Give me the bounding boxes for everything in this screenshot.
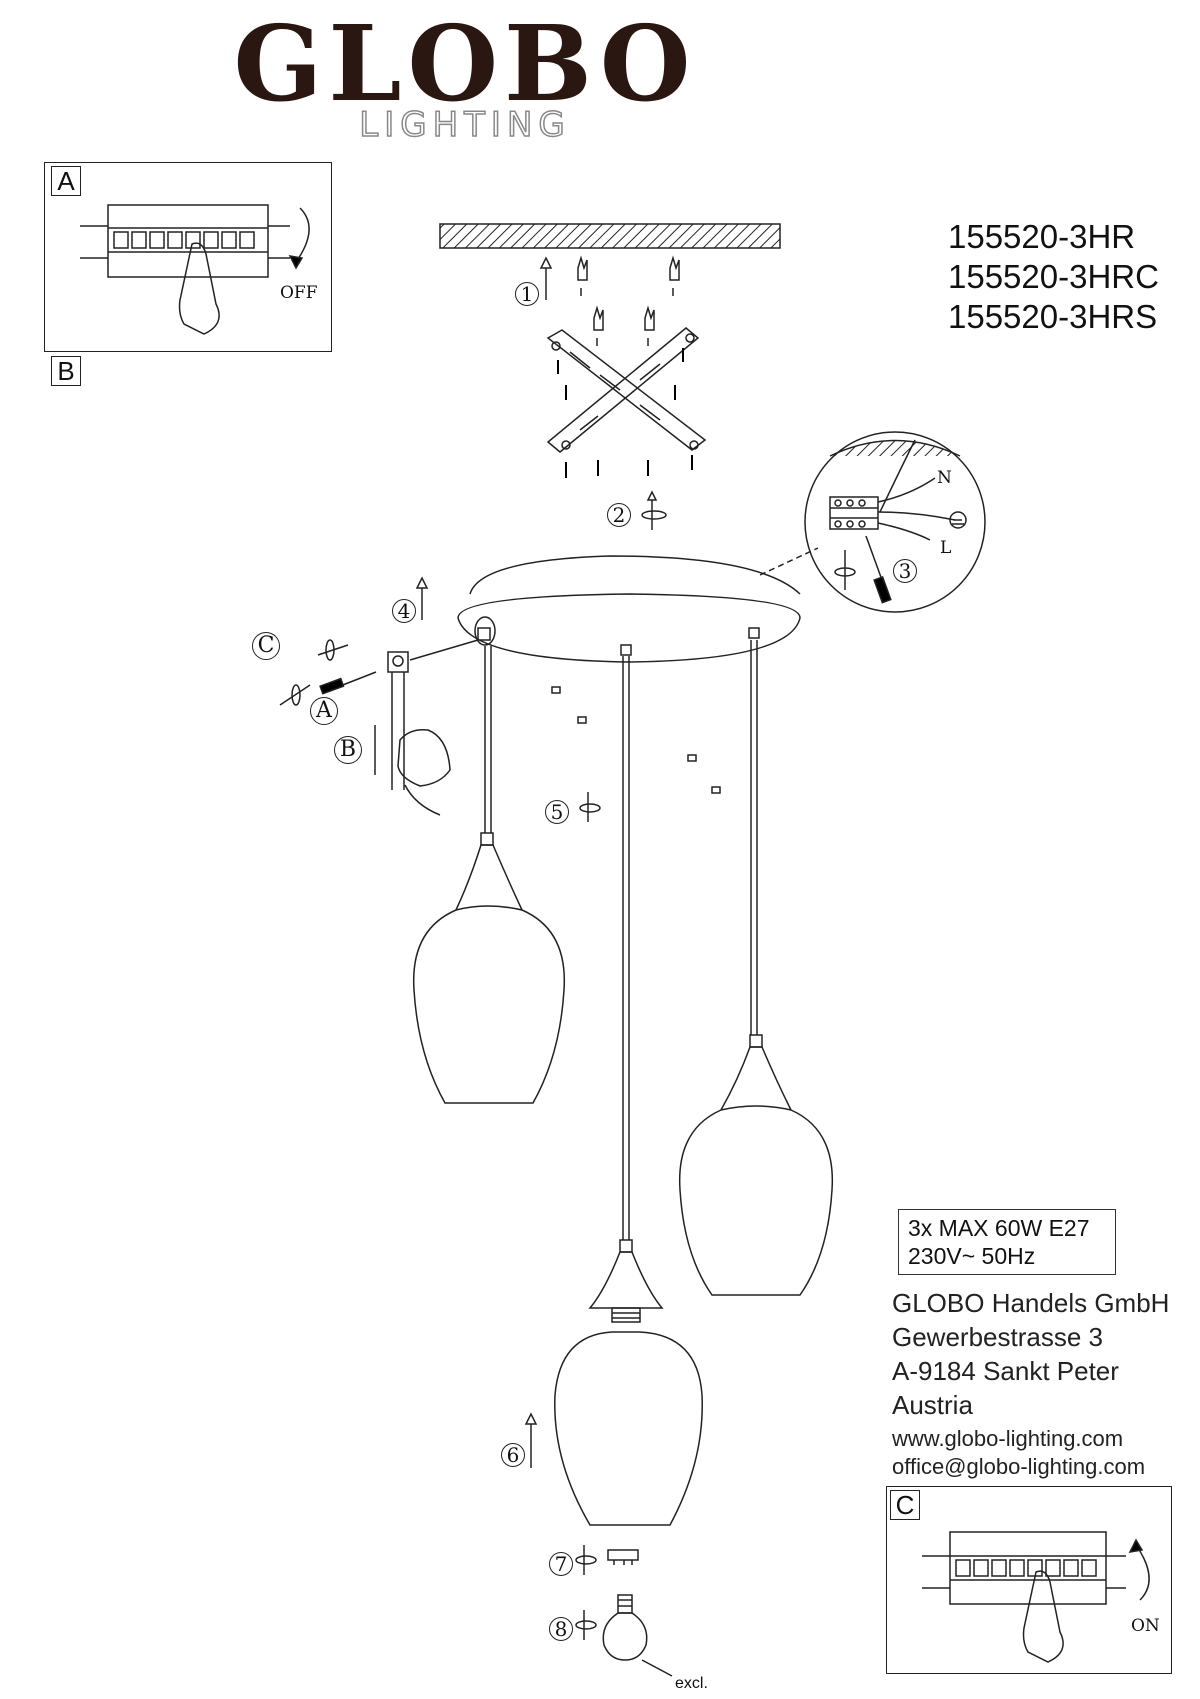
ceiling-hatch (439, 223, 781, 249)
light-bulb-icon (602, 1594, 648, 1661)
cable-gripper (748, 627, 760, 639)
glass-shade (554, 1239, 703, 1526)
arrow-down-icon (295, 207, 310, 263)
step-5: 5 (545, 800, 569, 824)
company-city: A-9184 Sankt Peter (892, 1356, 1119, 1386)
sub-step-c: C (252, 632, 280, 660)
company-email[interactable]: office@globo-lighting.com (892, 1454, 1146, 1479)
rotate-arrow-icon (579, 792, 601, 822)
model-number-2: 155520-3HRC (948, 258, 1159, 295)
gripper-detail (387, 651, 409, 673)
step-3: 3 (893, 559, 917, 583)
model-number-3: 155520-3HRS (948, 298, 1158, 335)
arrow-up-icon (415, 576, 429, 620)
sub-step-b: B (334, 736, 362, 764)
ceiling-canopy (457, 555, 801, 663)
cable-tag (711, 786, 721, 794)
arrow-up-icon (1135, 1544, 1150, 1601)
wall-plug-icon (593, 305, 604, 346)
spec-voltage: 230V~ 50Hz (908, 1243, 1036, 1269)
ground-icon (949, 511, 967, 529)
panel-power-off (44, 162, 332, 352)
hand-icon (1022, 1570, 1064, 1663)
screwdriver-icon (319, 671, 377, 695)
panel-label-c: C (890, 1490, 920, 1520)
leader-line (759, 547, 819, 576)
screwdriver-icon (865, 535, 892, 604)
spec-box: 3x MAX 60W E27 230V~ 50Hz (898, 1209, 1116, 1275)
spec-power: 3x MAX 60W E27 (908, 1215, 1090, 1241)
sub-step-a: A (310, 697, 338, 725)
wiring-detail (804, 431, 986, 613)
on-label: ON (1131, 1616, 1160, 1636)
step-7: 7 (549, 1552, 573, 1576)
step-6: 6 (501, 1443, 525, 1467)
company-name: GLOBO Handels GmbH (892, 1288, 1170, 1318)
company-website[interactable]: www.globo-lighting.com (892, 1426, 1124, 1451)
brand-logo: GLOBO (233, 2, 697, 125)
rotate-arrow-icon (575, 1610, 597, 1640)
rotate-arrow-icon (641, 490, 667, 530)
panel-label-b: B (51, 356, 81, 386)
rotate-arrow-icon (279, 684, 311, 706)
circuit-breaker-icon (80, 204, 290, 278)
circuit-breaker-icon (922, 1531, 1126, 1605)
cable-tag (577, 716, 587, 724)
brand-subtitle: LIGHTING (359, 105, 571, 145)
hand-icon (397, 728, 451, 787)
cable-tag (687, 754, 697, 762)
model-number-1: 155520-3HR (948, 218, 1136, 255)
leader-line (641, 1659, 673, 1677)
mounting-bracket (546, 327, 707, 453)
cable-tag (551, 686, 561, 694)
arrow-up-icon (524, 1412, 538, 1468)
panel-power-on (886, 1486, 1172, 1674)
glass-shade (678, 1034, 834, 1296)
rotate-arrow-icon (575, 1545, 597, 1575)
wire-live-label: L (940, 538, 952, 558)
wire-neutral-label: N (937, 468, 952, 488)
wall-plug-icon (577, 255, 588, 296)
wall-plug-icon (669, 255, 680, 296)
panel-label-a: A (51, 166, 81, 196)
step-1: 1 (515, 282, 539, 306)
step-4: 4 (392, 599, 416, 623)
leader-line (409, 639, 479, 661)
bulb-excluded-note: excl. (675, 1675, 708, 1692)
off-label: OFF (280, 283, 318, 303)
step-8: 8 (549, 1617, 573, 1641)
cable-gripper (620, 644, 632, 656)
step-2: 2 (607, 503, 631, 527)
shade-ring (607, 1549, 639, 1561)
hand-icon (178, 242, 220, 335)
rotate-arrow-icon (317, 639, 349, 661)
rotate-arrow-icon (834, 550, 856, 590)
company-country: Austria (892, 1390, 973, 1420)
cable-gripper (474, 616, 496, 646)
company-street: Gewerbestrasse 3 (892, 1322, 1103, 1352)
arrow-up-icon (539, 256, 553, 300)
wall-plug-icon (644, 305, 655, 346)
terminal-block (829, 496, 879, 530)
glass-shade (412, 832, 566, 1104)
